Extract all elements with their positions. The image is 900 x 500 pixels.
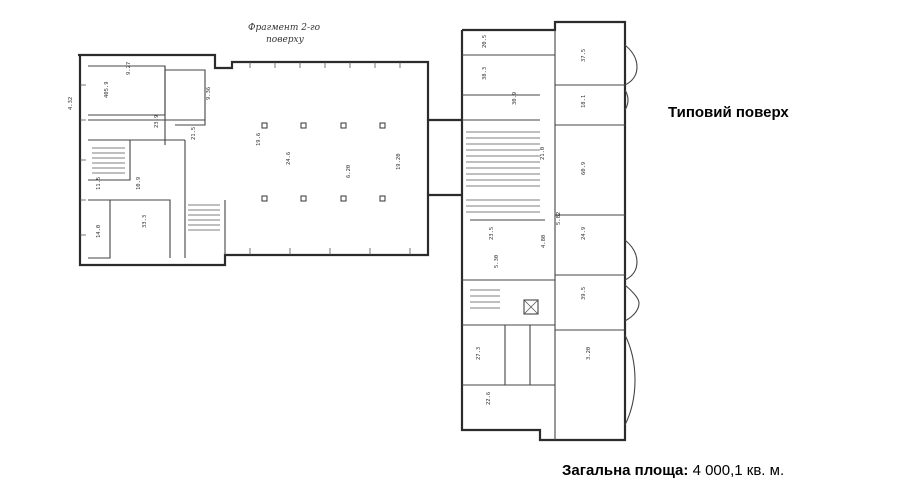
- dimension-label: 37.5: [581, 49, 587, 62]
- dimension-label: 19.20: [396, 153, 402, 170]
- handwritten-note-line2: поверху: [266, 35, 305, 45]
- dimension-label: 18.1: [581, 95, 587, 108]
- dimension-label: 9.36: [206, 87, 212, 100]
- dimension-label: 405.9: [104, 81, 110, 98]
- dimension-label: 4.32: [68, 97, 74, 110]
- dimension-label: 30.9: [512, 92, 518, 105]
- dimension-label: 38.3: [482, 67, 488, 80]
- dimension-label: 23.9: [154, 115, 160, 128]
- floor-title: Типовий поверх: [668, 104, 789, 121]
- dimension-label: 27.3: [476, 347, 482, 360]
- dimension-label: 3.20: [586, 347, 592, 360]
- dimension-label: 19.6: [256, 133, 262, 146]
- dimension-label: 5.82: [556, 212, 562, 225]
- total-area-label: Загальна площа:: [562, 462, 689, 479]
- dimension-label: 20.5: [482, 35, 488, 48]
- floor-plan-drawing: Фрагмент 2-го поверху: [68, 20, 640, 442]
- dimension-label: 11.5: [96, 177, 102, 190]
- right-wing: [460, 20, 640, 442]
- dimension-label: 21.0: [540, 147, 546, 160]
- handwritten-note-line1: Фрагмент 2-го: [248, 23, 321, 33]
- total-area: Загальна площа: 4 000,1 кв. м.: [562, 462, 784, 479]
- dimension-label: 10.9: [136, 177, 142, 190]
- dimension-label: 22.6: [486, 392, 492, 405]
- dimension-label: 6.20: [346, 165, 352, 178]
- dimension-label: 23.5: [489, 227, 495, 240]
- dimension-label: 60.9: [581, 162, 587, 175]
- dimension-label: 4.80: [541, 235, 547, 248]
- dimension-label: 39.5: [581, 287, 587, 300]
- dimension-label: 33.3: [142, 215, 148, 228]
- dimension-label: 21.5: [191, 127, 197, 140]
- dimension-label: 24.6: [286, 152, 292, 165]
- left-wing: [78, 53, 430, 267]
- dimension-label: 14.0: [96, 225, 102, 238]
- dimension-labels: 9.27 405.9 9.36 19.20 6.20 23.9 11.5 33.3 14.0 21…: [68, 35, 592, 405]
- connector: [428, 118, 462, 197]
- dimension-label: 9.27: [126, 62, 132, 75]
- dimension-label: 24.9: [581, 227, 587, 240]
- total-area-value: 4 000,1 кв. м.: [692, 462, 785, 479]
- dimension-label: 5.30: [494, 255, 500, 268]
- floor-plan: Фрагмент 2-го поверху: [68, 20, 640, 442]
